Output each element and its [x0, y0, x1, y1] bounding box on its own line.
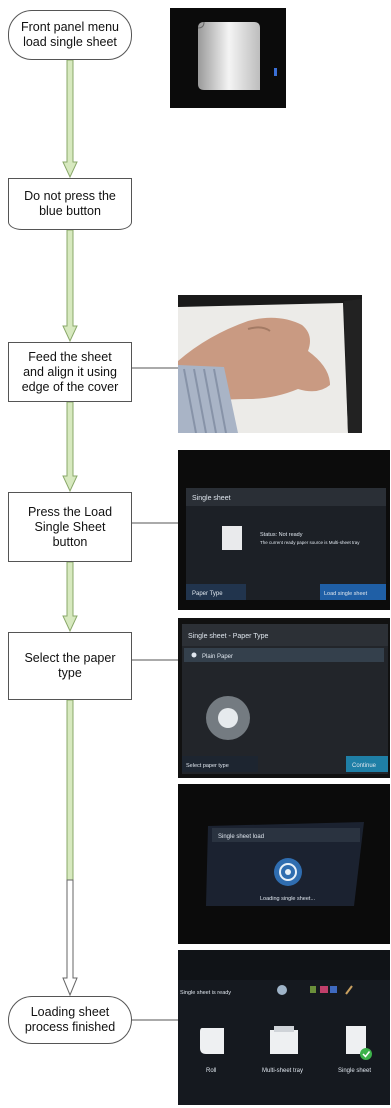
flow-arrow	[62, 60, 78, 178]
step-select-paper-type: Select the paper type	[8, 632, 132, 700]
continue-button[interactable]: Continue	[352, 763, 377, 769]
step-do-not-press-blue-button: Do not press the blue button	[8, 178, 132, 230]
flow-arrow	[62, 562, 78, 632]
step-press-load-single-sheet: Press the Load Single Sheet button	[8, 492, 132, 562]
load-single-sheet-button[interactable]: Load single sheet	[324, 591, 368, 597]
screen-detail: The current ready paper source is Multi-…	[260, 540, 360, 545]
tile-single-sheet[interactable]: Single sheet	[338, 1068, 371, 1074]
screen-status: Status: Not ready	[260, 532, 303, 538]
step-feed-sheet: Feed the sheet and align it using edge o…	[8, 342, 132, 402]
ready-status: Single sheet is ready	[180, 990, 231, 996]
step-front-panel-menu: Front panel menu load single sheet	[8, 10, 132, 60]
screen-select-paper-type: Single sheet - Paper Type Plain Paper Se…	[178, 618, 390, 778]
screen-single-sheet-ready: Single sheet is ready Roll Multi-sheet t…	[178, 950, 390, 1105]
connector-line	[132, 522, 178, 524]
flow-arrow	[62, 402, 78, 492]
connector-line	[132, 1019, 178, 1021]
paper-type-button[interactable]: Paper Type	[192, 591, 223, 597]
screen-loading-single-sheet: Single sheet load Loading single sheet..…	[178, 784, 390, 944]
screen-title: Single sheet - Paper Type	[188, 633, 269, 640]
select-paper-type-button[interactable]: Select paper type	[186, 763, 229, 769]
connector-line	[132, 367, 178, 369]
paper-option[interactable]: Plain Paper	[202, 654, 233, 660]
screen-title: Single sheet	[192, 495, 231, 502]
screen-load-single-sheet: Single sheet Status: Not ready The curre…	[178, 450, 390, 610]
connector-line	[132, 659, 178, 661]
screen-title: Single sheet load	[218, 834, 264, 840]
loading-message: Loading single sheet...	[260, 896, 316, 902]
flow-arrow-final	[62, 700, 78, 996]
photo-single-sheet-icon	[170, 8, 286, 108]
flow-arrow	[62, 230, 78, 342]
tile-roll[interactable]: Roll	[206, 1068, 216, 1074]
step-loading-finished: Loading sheet process finished	[8, 996, 132, 1044]
photo-feed-sheet	[178, 295, 362, 433]
tile-multi-sheet-tray[interactable]: Multi-sheet tray	[262, 1068, 303, 1074]
